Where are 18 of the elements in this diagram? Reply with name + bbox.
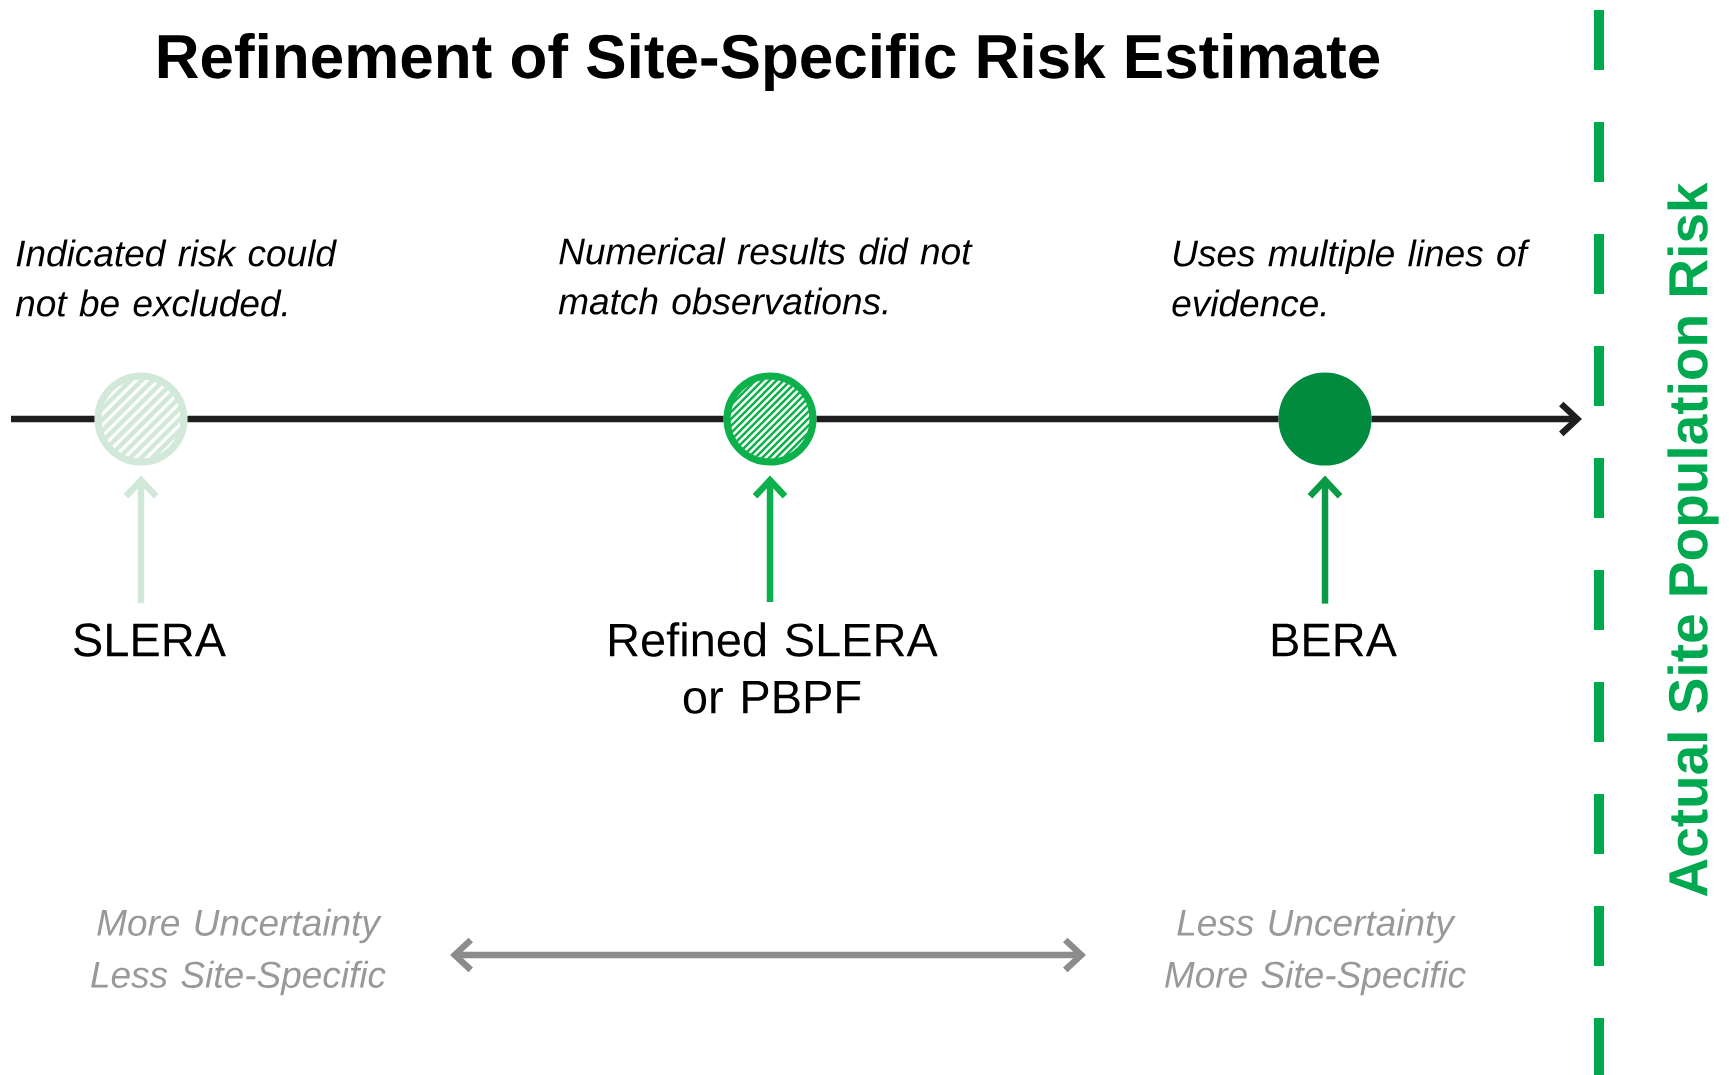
label: BERA (1272, 623, 1397, 657)
vertical-label: Actual Site Population Risk (1667, 182, 1719, 897)
note: Less Uncertainty More Site-Specific (1165, 908, 1466, 996)
arrow (123, 475, 159, 604)
arrow (752, 475, 788, 603)
note: More Uncertainty Less Site-Specific (91, 908, 386, 996)
circle-marker (94, 372, 188, 466)
node-label: Numerical results did not match observations. (558, 237, 973, 315)
label: SLERA (74, 623, 226, 657)
arrow (450, 937, 1086, 973)
label: Refined SLERA or PBPF (609, 622, 938, 714)
node-label: Uses multiple lines of evidence. (1172, 239, 1531, 317)
arrow (1307, 475, 1343, 604)
circle-marker (723, 372, 817, 466)
arrow (1371, 401, 1582, 437)
title: Refinement of Site-Specific Risk Estimate (158, 33, 1380, 91)
node-label: Indicated risk could not be excluded. (15, 239, 337, 317)
circle-marker (1278, 372, 1372, 466)
